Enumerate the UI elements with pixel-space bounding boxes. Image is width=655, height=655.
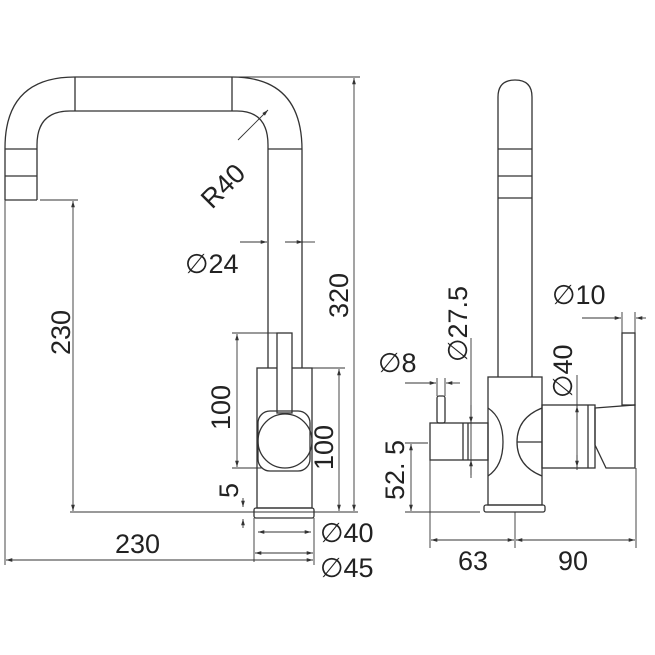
- dim-d45: ∅45: [320, 553, 374, 583]
- side-body: [487, 376, 543, 506]
- spout-inner: [36, 110, 269, 368]
- spout-outer: [4, 76, 303, 368]
- base-plate: [253, 507, 315, 519]
- dim-d8: ∅8: [378, 348, 417, 378]
- dim-5: 5: [214, 483, 244, 498]
- dim-230-height: 230: [46, 310, 76, 355]
- dim-d10: ∅10: [552, 280, 606, 310]
- lever: [276, 332, 293, 414]
- dim-52-5: 52. 5: [380, 440, 410, 500]
- handle-hub: [257, 413, 313, 469]
- filter-cartridge: [429, 422, 489, 461]
- dim-r40: R40: [195, 158, 251, 214]
- dim-230-reach: 230: [115, 529, 160, 559]
- front-view: [4, 76, 315, 519]
- dim-d27-5: ∅27.5: [443, 286, 473, 362]
- side-view: [429, 79, 636, 513]
- dim-d24: ∅24: [185, 249, 239, 279]
- dim-63: 63: [458, 546, 488, 576]
- side-dimensions: ∅27.5 ∅8 52. 5 ∅40 ∅10 63 90: [378, 280, 646, 576]
- dim-d40-side: ∅40: [548, 344, 578, 398]
- side-handle-housing: [541, 404, 596, 469]
- filter-pin: [436, 395, 446, 424]
- dim-100-body: 100: [309, 425, 339, 470]
- front-dimensions: R40 ∅24 320 230 100 100 5 ∅40 ∅45 230: [4, 76, 374, 583]
- side-base: [483, 504, 546, 513]
- dim-d40: ∅40: [320, 518, 374, 548]
- side-spout: [497, 79, 533, 377]
- dim-320: 320: [324, 273, 354, 318]
- side-handle: [594, 404, 636, 469]
- dim-90: 90: [558, 546, 588, 576]
- side-lever: [621, 332, 636, 406]
- dim-100-lever: 100: [206, 385, 236, 430]
